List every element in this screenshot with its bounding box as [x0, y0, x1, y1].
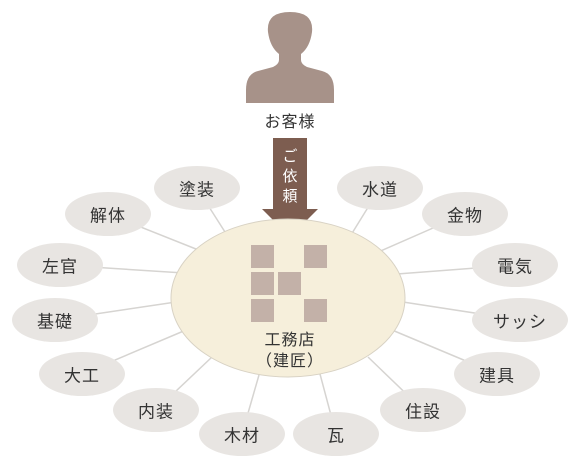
- trade-label-kanamono: 金物: [447, 206, 483, 227]
- trade-label-suidou: 水道: [362, 180, 398, 201]
- customer-person-icon: [246, 12, 334, 103]
- trade-bubble-kaitai: [65, 192, 151, 236]
- request-char: 依: [282, 167, 298, 185]
- trade-label-kiso: 基礎: [37, 312, 73, 333]
- trade-bubble-suidou: [337, 166, 423, 210]
- trade-label-sakan: 左官: [42, 257, 78, 278]
- trade-label-kaitai: 解体: [90, 206, 126, 227]
- trade-ellipses: [12, 166, 568, 456]
- trade-bubble-tategu: [454, 352, 540, 396]
- trade-bubble-sakan: [17, 243, 103, 287]
- trade-bubble-denki: [472, 243, 558, 287]
- trade-bubble-tosou: [154, 166, 240, 210]
- trade-label-jusetsu: 住設: [405, 402, 441, 423]
- trade-label-daiku: 大工: [64, 366, 100, 387]
- trade-bubble-kiso: [12, 298, 98, 342]
- trade-label-denki: 電気: [497, 257, 533, 278]
- trade-label-tosou: 塗装: [179, 180, 215, 201]
- request-label: ご 依 頼: [277, 146, 303, 206]
- trade-label-sasshi: サッシ: [493, 312, 547, 333]
- trade-bubble-daiku: [39, 352, 125, 396]
- trade-bubble-kanamono: [422, 192, 508, 236]
- trade-bubble-kawara: [293, 412, 379, 456]
- company-logo-icon: [251, 245, 327, 322]
- center-ellipse: [170, 218, 406, 378]
- request-char: ご: [282, 147, 298, 165]
- trade-label-mokuzai: 木材: [224, 426, 260, 447]
- customer-label: お客様: [264, 112, 316, 131]
- trade-label-tategu: 建具: [479, 366, 515, 387]
- trade-bubble-naisou: [113, 388, 199, 432]
- center-label-line1: 工務店: [264, 330, 316, 349]
- trade-label-kawara: 瓦: [327, 426, 345, 447]
- trade-label-naisou: 内装: [138, 402, 174, 423]
- request-arrow: [262, 138, 318, 237]
- request-char: 頼: [282, 187, 298, 205]
- center-label-line2: （建匠）: [255, 351, 325, 370]
- trade-bubble-sasshi: [472, 298, 568, 342]
- trade-bubble-jusetsu: [380, 388, 466, 432]
- center-label: 工務店 （建匠）: [256, 329, 324, 371]
- trade-bubble-mokuzai: [199, 412, 285, 456]
